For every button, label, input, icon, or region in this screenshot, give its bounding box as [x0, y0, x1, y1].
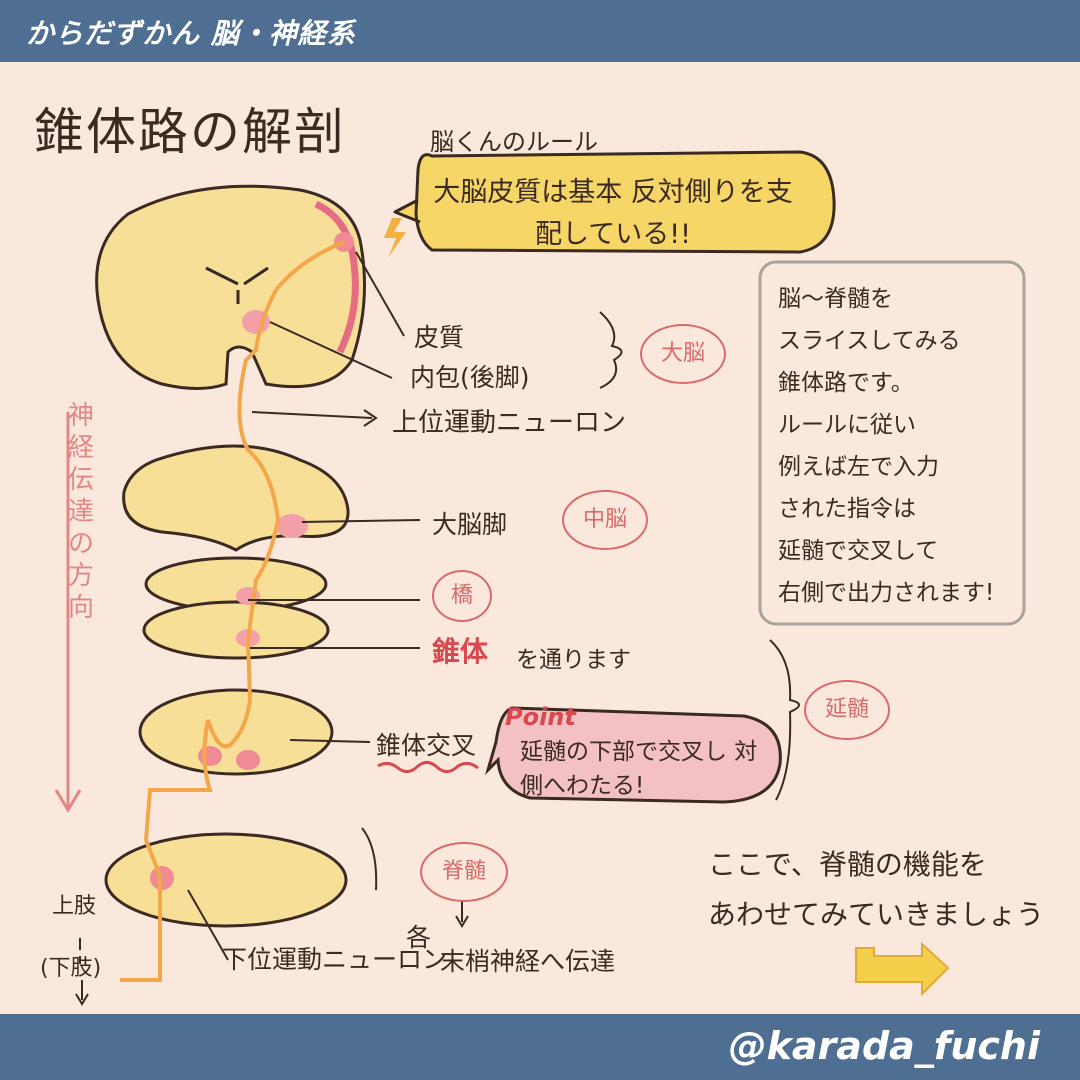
midbrain-slice: [122, 444, 350, 552]
rule-text: 大脳皮質は基本 反対側りを支配している!!: [433, 177, 793, 250]
decussation-dot-2: [236, 750, 260, 770]
point-bubble: [484, 706, 782, 804]
ventricle-mark: [205, 266, 269, 304]
page-title: 錐体路の解剖: [34, 103, 346, 161]
label-peripheral-prefix: 各: [406, 923, 432, 952]
rule-label: 脳くんのルール: [430, 128, 598, 156]
upper-motor-arrow: [363, 409, 378, 427]
footer-bar: [0, 1014, 1080, 1080]
header-bar: [0, 0, 1080, 62]
decussation-underline: [377, 761, 479, 773]
rule-speech-bubble: [393, 150, 836, 254]
lightning-icon: [384, 218, 406, 258]
cortex-strip: [314, 200, 359, 354]
label-cerebral-peduncle: 大脳脚: [432, 510, 508, 539]
note-box: [758, 260, 1026, 626]
label-lower-motor-neuron-1: 下位運動ニューロン: [222, 945, 448, 974]
point-title: Point: [505, 703, 576, 731]
label-pyramid-suffix: を通ります: [516, 647, 631, 673]
pyramidal-tract-path: [120, 240, 345, 982]
note-text: 脳〜脊髄を スライスしてみる 錐体路です。 ルールに従い 例えば左で入力 された…: [778, 286, 995, 606]
direction-arrow-head: [54, 789, 82, 813]
cerebrum-bracket: [599, 311, 623, 389]
medulla-slice: [138, 688, 334, 776]
badge-cerebrum: 大脳: [640, 324, 726, 384]
label-pyramid: 錐体: [432, 635, 489, 668]
badge-pons: 橋: [432, 570, 492, 622]
peripheral-arrow: [455, 900, 469, 928]
label-cortex: 皮質: [414, 323, 465, 352]
closing-text: ここで、脊髄の機能を あわせてみていきましょう: [708, 848, 1045, 931]
decussation-dot-1: [198, 746, 222, 766]
point-text: 延髄の下部で交叉し 対側へわたる!: [520, 739, 758, 799]
spinal-bracket: [361, 827, 378, 891]
badge-midbrain: 中脳: [562, 490, 648, 550]
direction-label: 神経伝達の方向: [67, 401, 94, 623]
badge-medulla: 延髄: [804, 680, 890, 740]
label-decussation: 錐体交叉: [376, 731, 477, 760]
label-upper-motor-neuron: 上位運動ニューロン: [392, 408, 627, 438]
next-arrow-icon: [855, 941, 950, 997]
label-lower-limb: (下肢): [40, 956, 102, 981]
medulla-bracket: [769, 639, 800, 801]
spinal-slice: [104, 832, 348, 928]
callout-lines: [187, 251, 421, 961]
footer-handle: @karada_fuchi: [728, 1024, 1040, 1068]
cerebrum-slice: [95, 184, 366, 390]
label-peripheral: 末梢神経へ伝達: [440, 947, 616, 976]
pons-slice-2: [142, 600, 330, 660]
lower-limb-arrow: [75, 980, 89, 1006]
label-internal-capsule: 内包(後脚): [410, 363, 530, 392]
label-upper-limb: 上肢: [52, 894, 97, 919]
peduncle-dot: [276, 514, 308, 538]
header-title: からだずかん 脳・神経系: [26, 17, 356, 50]
badge-spinal: 脊髄: [420, 842, 508, 902]
